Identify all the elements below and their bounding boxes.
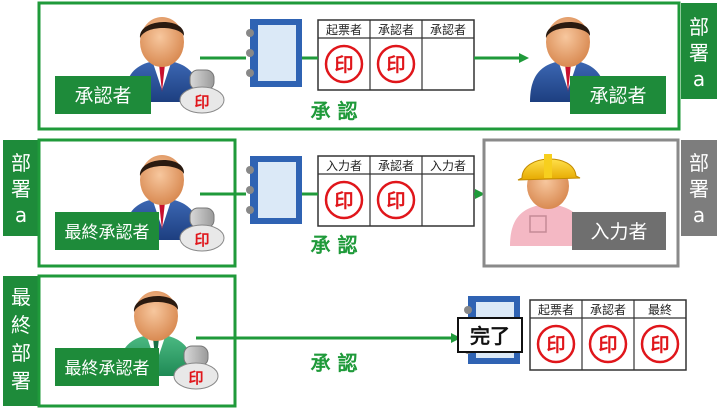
row3-seal-2: 印	[598, 334, 617, 356]
row1-left-label: 承認者	[55, 76, 151, 114]
row2-seal-2: 印	[386, 190, 405, 212]
row1-frame	[37, 1, 681, 131]
binder-icon	[246, 156, 302, 224]
row3-action-label: 承 認	[311, 351, 358, 375]
hanko-stamp-icon: 印	[179, 69, 225, 114]
seal-icon: 印	[376, 180, 416, 220]
row2-stamp-char: 印	[194, 231, 209, 249]
row3-frame	[37, 274, 237, 408]
row3-seal-1: 印	[546, 334, 565, 356]
worker-icon	[510, 154, 586, 246]
row2-action-label: 承 認	[311, 233, 358, 257]
row1-dept-badge: 部 署 a	[681, 3, 717, 99]
row2-right-dept-badge	[681, 140, 717, 236]
row2-right-dept-char-1: 部	[689, 151, 709, 175]
seal-icon: 印	[324, 44, 364, 84]
seal-icon: 印	[640, 324, 680, 364]
row3-dept-char-1: 最	[11, 285, 31, 309]
row1-header-3: 承認者	[430, 22, 466, 37]
row1-dept-char-3: a	[693, 67, 705, 91]
row3-seal-3: 印	[650, 334, 669, 356]
row3-dept-char-4: 署	[11, 369, 31, 393]
row2-left-frame	[37, 138, 237, 268]
row1-dept-char-1: 部	[689, 15, 709, 39]
seal-icon: 印	[376, 44, 416, 84]
row2-header-1: 入力者	[326, 159, 362, 173]
row2-right-dept-char-2: 署	[689, 177, 709, 201]
seal-icon: 印	[588, 324, 628, 364]
binder-icon	[246, 19, 302, 87]
row-2: 部 署 a 印 最終承認者 入力	[3, 138, 717, 268]
seal-icon: 印	[536, 324, 576, 364]
row1-right-label: 承認者	[570, 76, 666, 114]
hanko-stamp-icon: 印	[173, 345, 219, 390]
row3-dept-char-2: 終	[11, 313, 31, 337]
row2-header-2: 承認者	[378, 158, 414, 173]
row2-left-dept-char-1: 部	[11, 151, 31, 175]
row1-header-2: 承認者	[378, 22, 414, 37]
row2-left-label: 最終承認者	[55, 212, 159, 250]
row1-stamp-char: 印	[194, 93, 209, 111]
row2-header-3: 入力者	[430, 159, 466, 173]
svg-text:最終承認者: 最終承認者	[65, 359, 150, 379]
row2-left-dept-char-3: a	[15, 203, 27, 227]
row3-seal-table: 起票者 承認者 最終 印 印 印	[529, 299, 687, 371]
svg-text:完了: 完了	[470, 324, 510, 348]
row1-header-1: 起票者	[326, 23, 362, 37]
row3-header-1: 起票者	[538, 303, 574, 317]
done-badge: 完了	[457, 317, 523, 353]
row1-dept-char-2: 署	[689, 41, 709, 65]
row3-header-3: 最終	[648, 302, 672, 317]
row3-dept-badge	[3, 276, 39, 406]
row2-right-label: 入力者	[572, 212, 666, 250]
hanko-stamp-icon: 印	[179, 207, 225, 252]
row1-action-label: 承 認	[311, 99, 358, 123]
row3-dept-char-3: 部	[11, 341, 31, 365]
seal-icon: 印	[324, 180, 364, 220]
row3-header-2: 承認者	[590, 302, 626, 317]
row2-left-dept-char-2: 署	[11, 177, 31, 201]
row-3: 最 終 部 署 印 最終承認者 承 認 完了	[3, 274, 687, 408]
svg-text:承認者: 承認者	[589, 85, 646, 107]
row2-right-dept-char-3: a	[693, 203, 705, 227]
svg-text:入力者: 入力者	[590, 221, 647, 243]
row3-left-label: 最終承認者	[55, 348, 159, 386]
row1-seal-table: 起票者 承認者 承認者 印 印	[317, 19, 475, 91]
row2-seal-table: 入力者 承認者 入力者 印 印	[317, 155, 475, 227]
row2-right-frame	[482, 138, 680, 268]
row-1: 部 署 a 印 承認者	[37, 1, 717, 131]
svg-text:承認者: 承認者	[74, 85, 131, 107]
row2-left-dept-badge	[3, 140, 39, 236]
row3-stamp-char: 印	[188, 369, 203, 387]
svg-text:最終承認者: 最終承認者	[65, 223, 150, 243]
row1-seal-2: 印	[386, 54, 405, 76]
row1-seal-1: 印	[334, 54, 353, 76]
row2-seal-1: 印	[334, 190, 353, 212]
